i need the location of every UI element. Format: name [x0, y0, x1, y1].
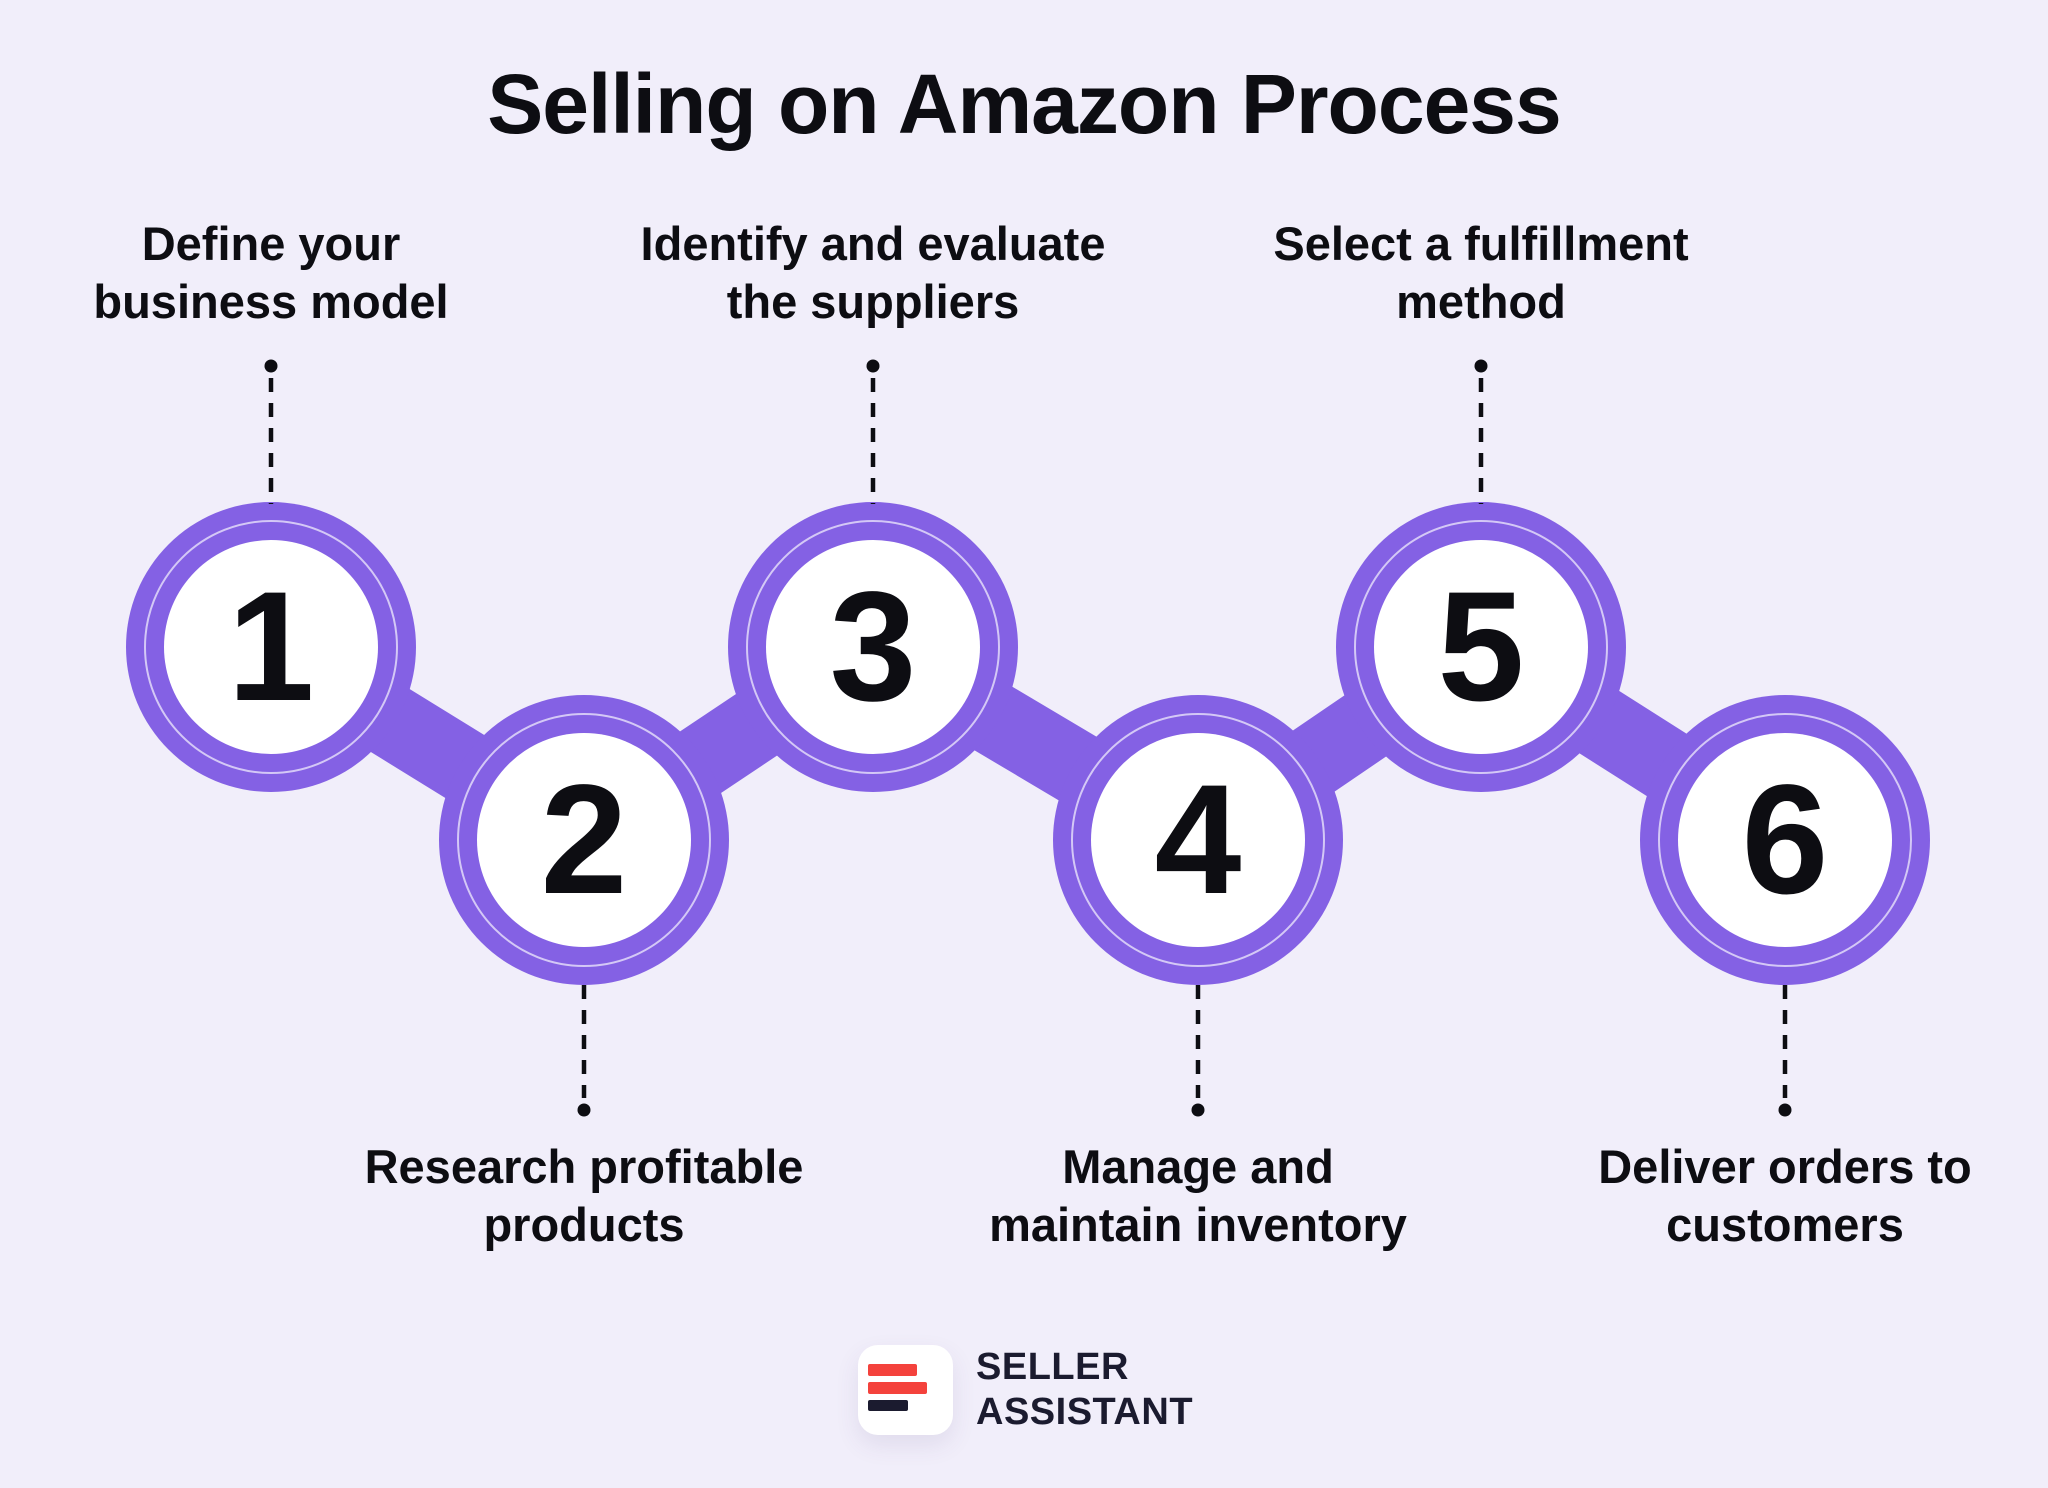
step-5-hairline: [1354, 520, 1608, 774]
logo-wordmark: SELLER ASSISTANT: [976, 1345, 1193, 1435]
step-2-label: Research profitable products: [364, 1140, 804, 1252]
step-circle-1: [126, 502, 416, 792]
leader-dot-5: [1474, 359, 1488, 373]
leader-dot-3: [866, 359, 880, 373]
step-circle-6: [1640, 695, 1930, 985]
logo-bar-middle: [868, 1382, 927, 1394]
step-circle-4: [1053, 695, 1343, 985]
step-circle-3: [728, 502, 1018, 792]
step-4-label: Manage and maintain inventory: [989, 1140, 1407, 1252]
logo: SELLER ASSISTANT: [858, 1345, 1193, 1435]
step-3-face: [766, 540, 980, 754]
step-3-hairline: [746, 520, 1000, 774]
step-3-label: Identify and evaluate the suppliers: [640, 217, 1106, 329]
step-2-number: 2: [540, 753, 628, 927]
step-3-number: 3: [829, 560, 917, 734]
step-6-hairline: [1658, 713, 1912, 967]
step-1-hairline: [144, 520, 398, 774]
step-circle-2: [439, 695, 729, 985]
step-circle-5: [1336, 502, 1626, 792]
logo-line-1: SELLER: [976, 1346, 1129, 1388]
step-1-number: 1: [227, 560, 315, 734]
step-5-face: [1374, 540, 1588, 754]
logo-bar-bottom: [868, 1400, 908, 1411]
step-1-face: [164, 540, 378, 754]
leader-dot-6: [1778, 1103, 1792, 1117]
step-4-number: 4: [1154, 753, 1242, 927]
leader-dot-1: [264, 359, 278, 373]
step-2-face: [477, 733, 691, 947]
leader-dot-4: [1191, 1103, 1205, 1117]
logo-bar-top: [868, 1364, 917, 1376]
logo-line-2: ASSISTANT: [976, 1391, 1194, 1433]
step-4-face: [1091, 733, 1305, 947]
step-4-hairline: [1071, 713, 1325, 967]
step-5-label: Select a fulfillment method: [1273, 217, 1689, 329]
seller-assistant-bars-icon: [858, 1345, 953, 1435]
label-leaders: [264, 359, 1792, 1117]
step-5-number: 5: [1437, 560, 1525, 734]
leader-dot-2: [577, 1103, 591, 1117]
page-title: Selling on Amazon Process: [487, 57, 1561, 151]
step-1-label: Define your business model: [93, 217, 449, 329]
step-6-number: 6: [1741, 753, 1829, 927]
step-2-hairline: [457, 713, 711, 967]
step-6-label: Deliver orders to customers: [1598, 1140, 1972, 1252]
step-6-face: [1678, 733, 1892, 947]
